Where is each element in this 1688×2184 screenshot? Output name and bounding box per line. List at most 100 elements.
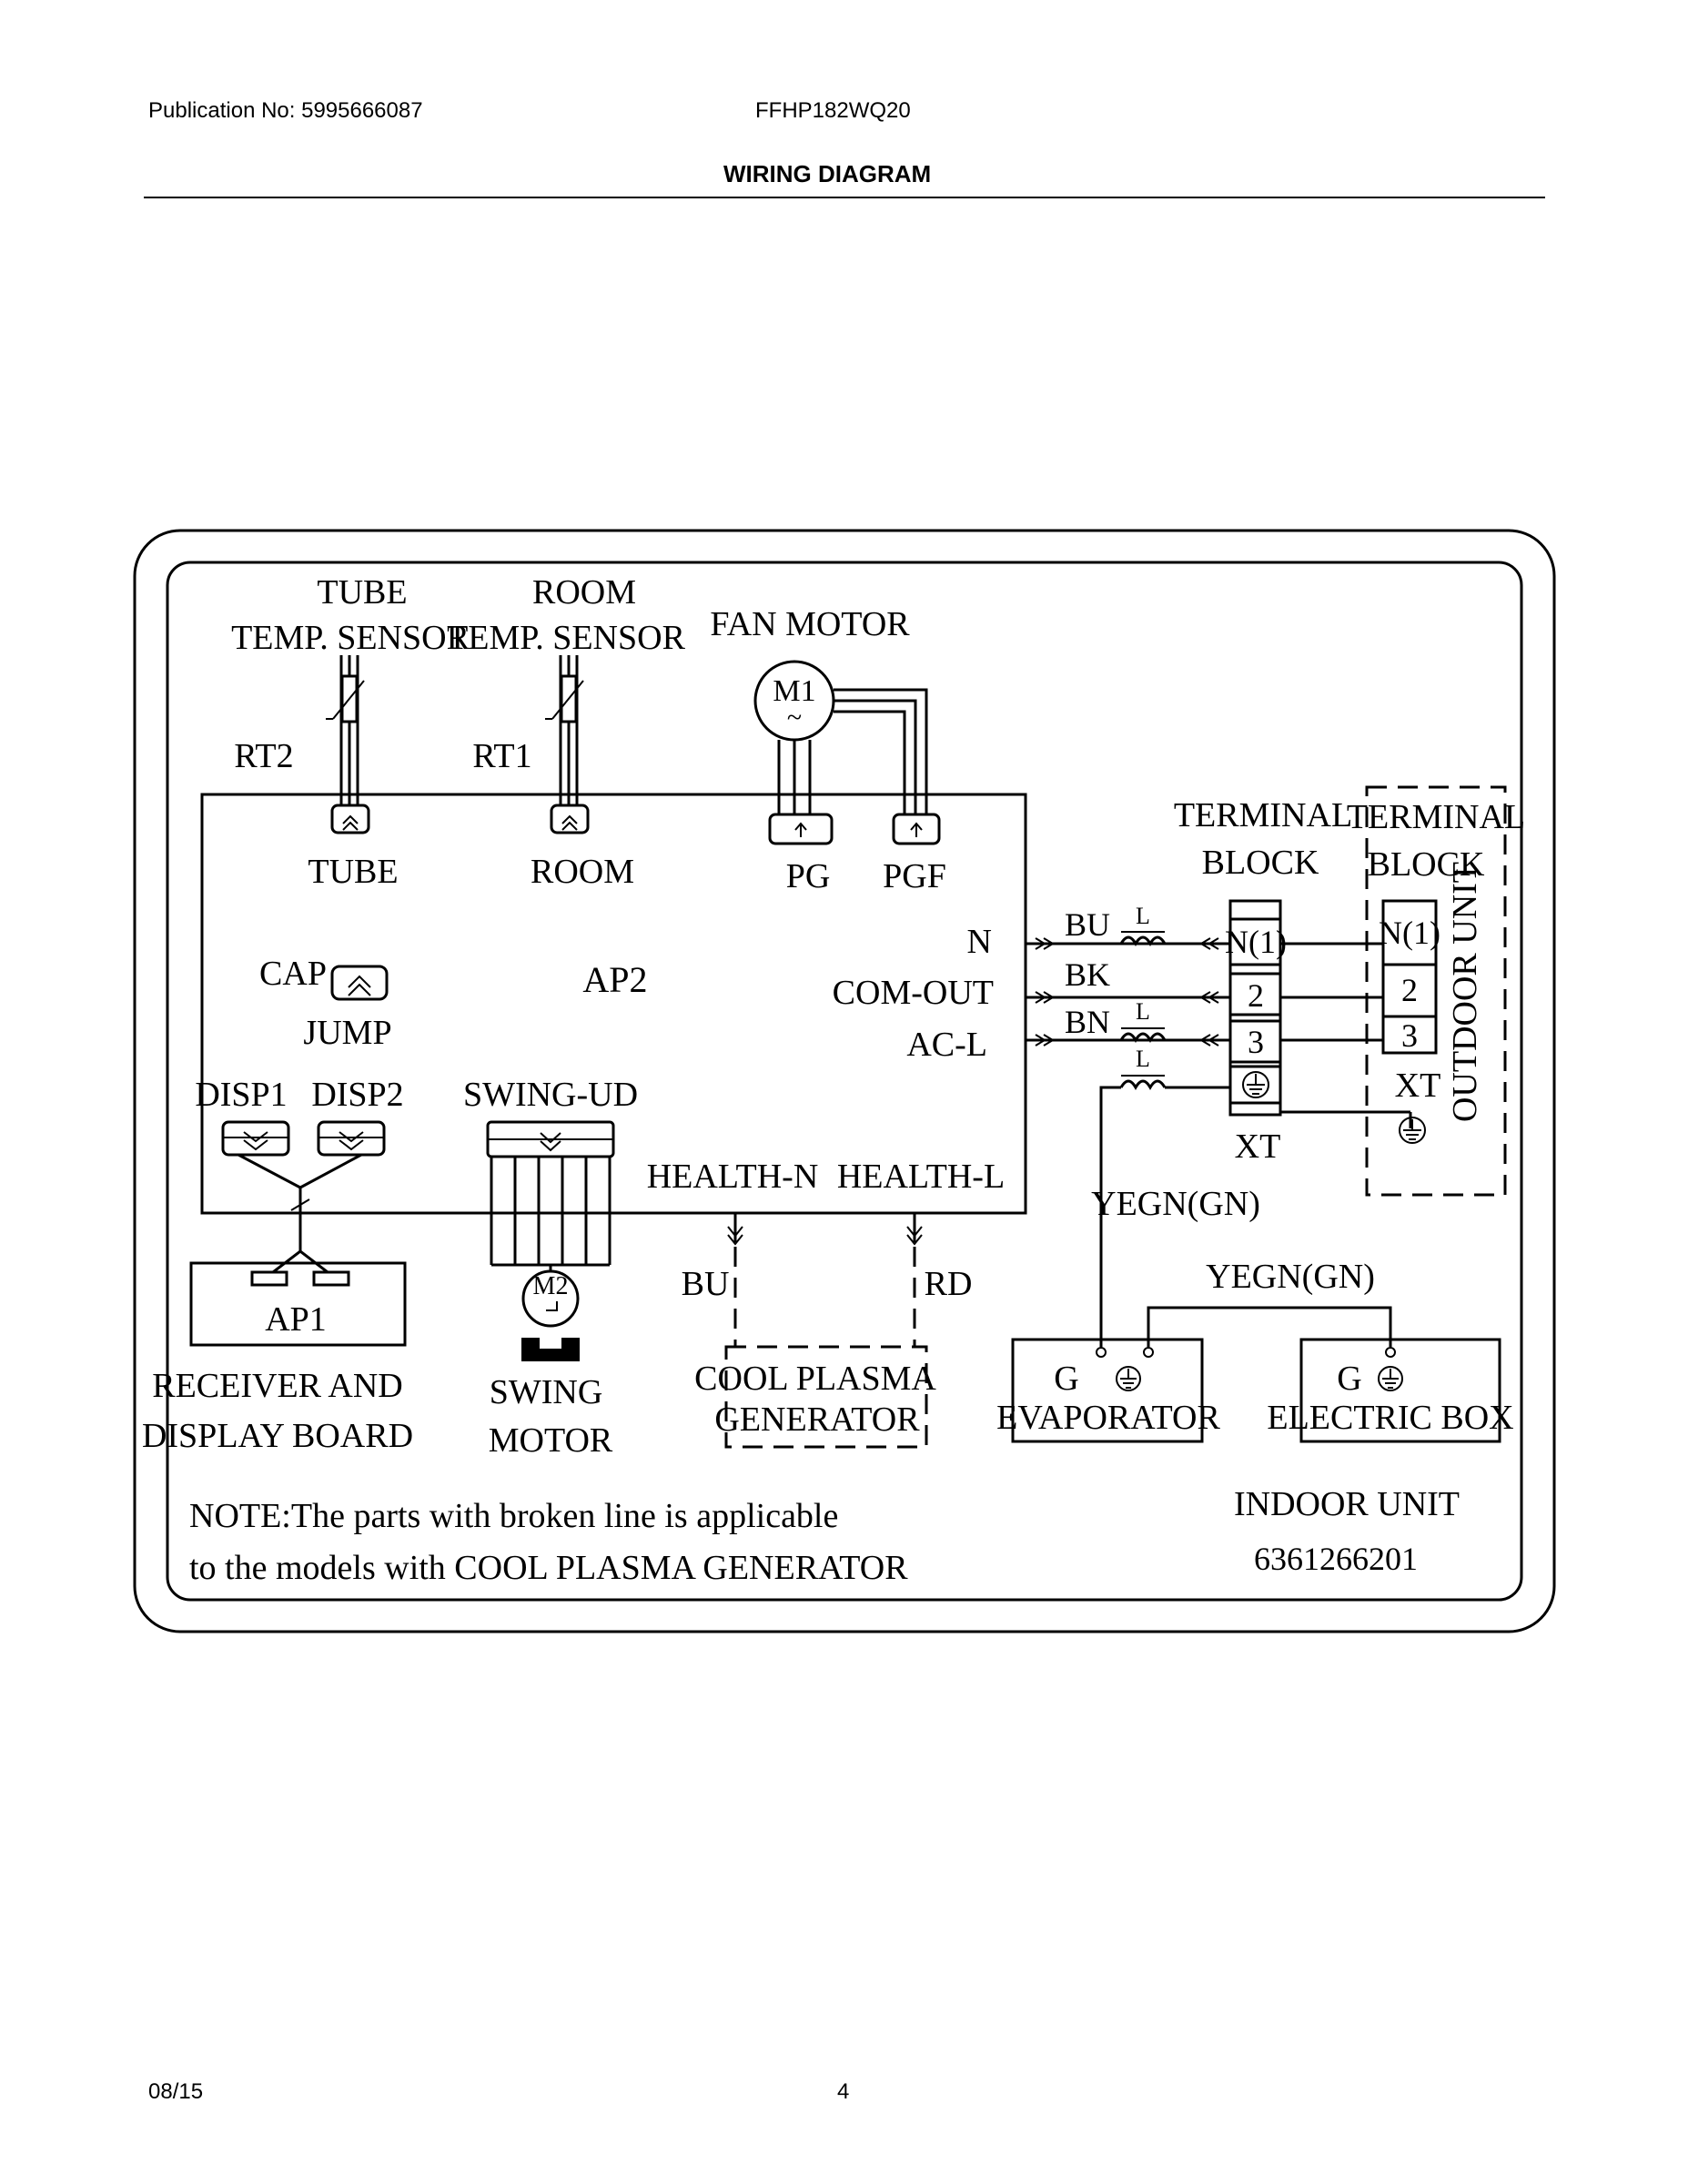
inductor-l-label-3: L bbox=[1136, 1046, 1150, 1072]
wire-bu-label: BU bbox=[1065, 906, 1110, 943]
terminal-indoor-3: 3 bbox=[1248, 1024, 1264, 1060]
model-number: FFHP182WQ20 bbox=[755, 98, 911, 123]
evaporator-g-label: G bbox=[1054, 1360, 1078, 1398]
wire-rd-plasma: RD bbox=[925, 1265, 973, 1303]
electric-box bbox=[1299, 1338, 1501, 1443]
evaporator-ground-icon bbox=[1096, 1347, 1154, 1391]
interconnect-wires bbox=[1280, 942, 1412, 1128]
connector-swing-ud-icon bbox=[486, 1120, 615, 1272]
com-out-label: COM-OUT bbox=[833, 974, 994, 1012]
room-sensor-label: ROOM bbox=[532, 573, 636, 612]
connector-pgf-label: PGF bbox=[883, 857, 946, 895]
terminal-outdoor-3: 3 bbox=[1401, 1017, 1418, 1054]
display-cable bbox=[238, 1153, 362, 1274]
note-line-2: to the models with COOL PLASMA GENERATOR bbox=[189, 1549, 908, 1587]
room-sensor-label-2: TEMP. SENSOR bbox=[447, 619, 685, 657]
power-wires bbox=[1026, 937, 1230, 1046]
ap1-label: AP1 bbox=[265, 1300, 327, 1339]
thermistor-rt1-icon bbox=[545, 655, 584, 805]
ground-wire-electric-box bbox=[1147, 1306, 1392, 1347]
inductor-ground-icon bbox=[1119, 1075, 1167, 1091]
ap2-label: AP2 bbox=[582, 959, 647, 1000]
outdoor-unit-label: OUTDOOR UNIT bbox=[1446, 862, 1484, 1122]
swing-motor-label-2: MOTOR bbox=[489, 1421, 613, 1460]
ac-l-label: AC-L bbox=[906, 1026, 987, 1064]
fan-motor-label: FAN MOTOR bbox=[710, 605, 910, 643]
yegn-label-1: YEGN(GN) bbox=[1091, 1185, 1260, 1223]
connector-cap-icon bbox=[330, 965, 389, 1001]
electric-box-ground-icon bbox=[1378, 1347, 1403, 1391]
plasma-label-2: GENERATOR bbox=[714, 1400, 920, 1439]
evaporator-box bbox=[1011, 1338, 1204, 1443]
footer-page-number: 4 bbox=[837, 2079, 850, 2104]
swing-ud-label: SWING-UD bbox=[463, 1076, 638, 1114]
connector-disp1-icon bbox=[221, 1120, 290, 1157]
inductor-l-icon bbox=[1119, 1027, 1167, 1044]
connector-room-label: ROOM bbox=[531, 853, 634, 891]
terminal-block-outdoor bbox=[1381, 899, 1438, 1055]
plasma-label-1: COOL PLASMA bbox=[694, 1360, 936, 1398]
outer-frame bbox=[133, 529, 1556, 1633]
inductor-n-icon bbox=[1119, 931, 1167, 947]
display-board-label-2: DISPLAY BOARD bbox=[142, 1417, 413, 1455]
tube-sensor-label-2: TEMP. SENSOR bbox=[231, 619, 470, 657]
connector-tube-label: TUBE bbox=[308, 853, 398, 891]
terminal-outdoor-2: 2 bbox=[1401, 972, 1418, 1008]
wire-bu-plasma: BU bbox=[682, 1265, 730, 1303]
fan-motor-m1-icon bbox=[753, 660, 928, 814]
terminal-block-label-2: BLOCK bbox=[1202, 844, 1319, 882]
fan-motor-ac-symbol: ~ bbox=[787, 703, 802, 733]
health-n-label: HEALTH-N bbox=[647, 1158, 819, 1196]
part-number: 6361266201 bbox=[1254, 1541, 1418, 1577]
terminal-block-outdoor-label-2: BLOCK bbox=[1368, 845, 1485, 884]
outdoor-unit-box bbox=[1365, 785, 1507, 1197]
connector-room-icon bbox=[550, 804, 590, 834]
electric-box-label: ELECTRIC BOX bbox=[1267, 1399, 1513, 1437]
wire-bk-label: BK bbox=[1065, 956, 1110, 993]
indoor-unit-label: INDOOR UNIT bbox=[1234, 1485, 1460, 1523]
jump-label: JUMP bbox=[303, 1014, 391, 1052]
page-title: WIRING DIAGRAM bbox=[723, 160, 932, 187]
publication-number: Publication No: 5995666087 bbox=[148, 98, 423, 123]
connector-pg-icon bbox=[768, 813, 834, 845]
inductor-l-label-1: L bbox=[1136, 903, 1150, 929]
terminal-indoor-n1: N(1) bbox=[1225, 924, 1287, 960]
inner-frame bbox=[166, 561, 1523, 1602]
tube-sensor-label: TUBE bbox=[317, 573, 407, 612]
terminal-indoor-2: 2 bbox=[1248, 977, 1264, 1014]
disp1-label: DISP1 bbox=[195, 1076, 287, 1114]
footer-date: 08/15 bbox=[148, 2079, 204, 2104]
disp2-label: DISP2 bbox=[311, 1076, 403, 1114]
inductor-l-label-2: L bbox=[1136, 998, 1150, 1025]
display-board-ap1 bbox=[189, 1261, 407, 1347]
connector-pgf-icon bbox=[892, 813, 941, 845]
health-n-wire bbox=[727, 1213, 743, 1347]
terminal-indoor-xt: XT bbox=[1235, 1127, 1281, 1166]
fan-motor-ref: M1 bbox=[773, 674, 815, 708]
health-l-label: HEALTH-L bbox=[837, 1158, 1005, 1196]
swing-motor-m2-icon bbox=[521, 1269, 580, 1361]
swing-motor-label-1: SWING bbox=[490, 1373, 603, 1411]
display-board-label-1: RECEIVER AND bbox=[152, 1367, 403, 1405]
terminal-outdoor-n1: N(1) bbox=[1379, 915, 1440, 951]
yegn-label-2: YEGN(GN) bbox=[1206, 1258, 1375, 1296]
evaporator-label: EVAPORATOR bbox=[996, 1399, 1220, 1437]
cap-label: CAP bbox=[259, 955, 327, 993]
ground-wire-evaporator bbox=[1099, 1086, 1230, 1347]
connector-pg-label: PG bbox=[786, 857, 831, 895]
terminal-block-outdoor-label-1: TERMINAL bbox=[1347, 798, 1525, 836]
connector-tube-icon bbox=[330, 804, 370, 834]
outdoor-ground-icon bbox=[1399, 1117, 1426, 1144]
terminal-block-label-1: TERMINAL bbox=[1174, 796, 1352, 834]
health-l-wire bbox=[906, 1213, 923, 1347]
terminal-outdoor-xt: XT bbox=[1395, 1067, 1441, 1105]
note-line-1: NOTE:The parts with broken line is appli… bbox=[189, 1497, 838, 1535]
electric-box-g-label: G bbox=[1337, 1360, 1361, 1398]
rt1-label: RT1 bbox=[472, 737, 531, 775]
n-label: N bbox=[967, 923, 992, 961]
swing-motor-ref: M2 bbox=[533, 1272, 569, 1300]
thermistor-rt2-icon bbox=[326, 655, 365, 805]
main-board-ap2 bbox=[200, 793, 1027, 1215]
rt2-label: RT2 bbox=[234, 737, 293, 775]
